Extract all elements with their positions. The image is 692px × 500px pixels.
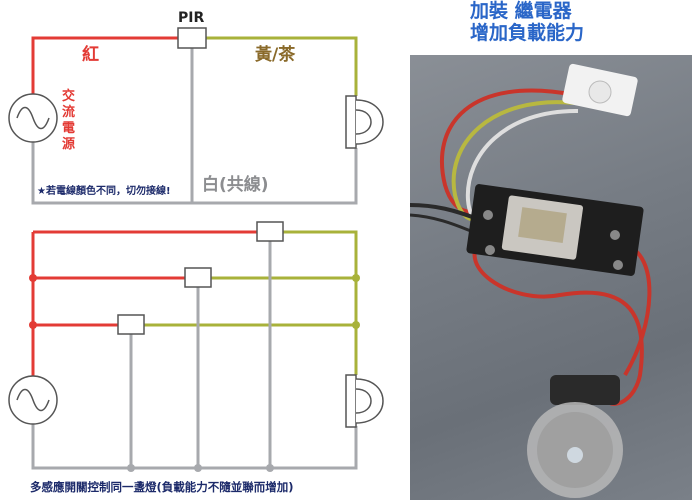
pir-sensor-box <box>177 27 207 49</box>
white-wire <box>31 142 358 205</box>
multi-pir-circuit <box>31 230 358 470</box>
ac-source-label-3: 電 <box>62 121 75 136</box>
pir-sensor-box-2 <box>184 267 212 288</box>
junction-dots <box>29 274 360 472</box>
single-pir-circuit <box>31 36 358 205</box>
warning-note: ★若電線顏色不同，切勿接線! <box>37 184 171 197</box>
yellow-wire-label: 黃/茶 <box>254 44 296 65</box>
photo-title-line-1: 加裝 繼電器 <box>470 0 572 22</box>
ac-source-icon <box>8 93 58 143</box>
relay-photo <box>410 55 692 500</box>
pir-label: PIR <box>178 10 204 26</box>
yellow-wire-1 <box>283 230 358 375</box>
pir-sensor-box-1 <box>256 221 284 242</box>
red-wire-label: 紅 <box>82 44 99 65</box>
pir-sensor-box-3 <box>117 314 145 335</box>
photo-pir-sensor <box>562 63 638 117</box>
red-wire <box>31 36 178 95</box>
wiring-diagram: PIR 紅 黃/茶 交 流 電 源 白(共線) ★若電線顏色不同，切勿接線! <box>8 10 384 494</box>
relay-photo-illustration <box>410 63 652 498</box>
photo-title: 加裝 繼電器 增加負載能力 <box>470 0 692 44</box>
lamp-icon-2 <box>345 374 384 428</box>
ac-source-label-1: 交 <box>62 88 75 104</box>
yellow-wire <box>206 36 358 96</box>
ac-source-icon-2 <box>8 375 58 425</box>
white-wire-label: 白(共線) <box>202 174 269 195</box>
ac-source-label-2: 流 <box>62 104 75 120</box>
photo-light-bulb <box>527 375 623 498</box>
white-common-wire <box>31 424 358 470</box>
photo-red-loop <box>472 233 644 406</box>
multi-circuit-caption: 多感應開關控制同一盞燈(負載能力不隨並聯而增加) <box>30 480 294 494</box>
photo-title-line-2: 增加負載能力 <box>470 22 585 44</box>
photo-relay <box>466 184 644 276</box>
lamp-icon <box>345 95 384 149</box>
ac-source-label-4: 源 <box>62 136 75 152</box>
